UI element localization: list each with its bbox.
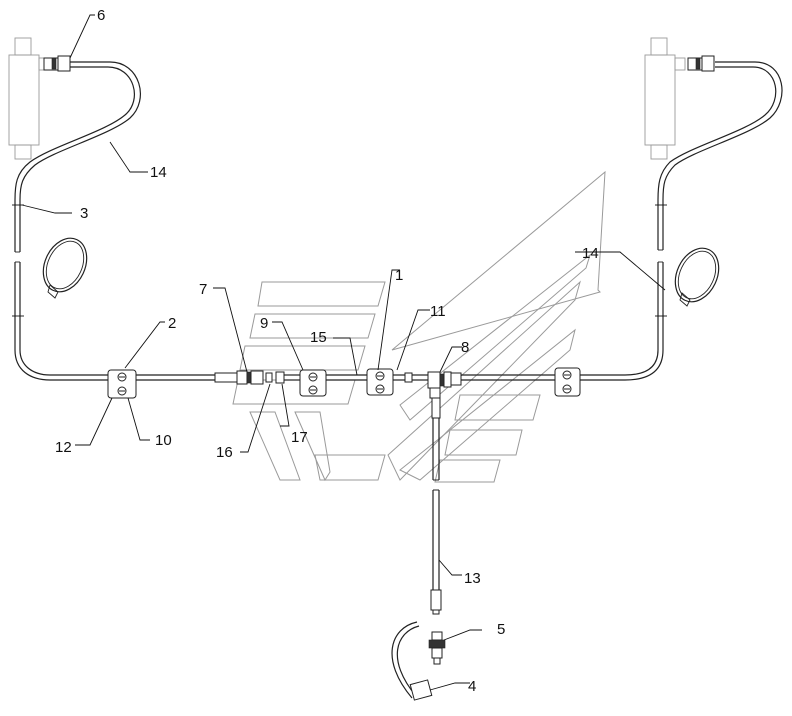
callout-3: 3 <box>80 205 88 222</box>
hose-4 <box>391 621 433 701</box>
pipe-15 <box>326 374 367 381</box>
clamp-block-1 <box>366 368 394 396</box>
watermark-logo <box>232 170 606 483</box>
callout-labels: 6 14 3 14 1 7 11 2 9 15 8 17 10 12 16 13… <box>55 7 599 695</box>
callout-12: 12 <box>55 439 72 456</box>
callout-13: 13 <box>464 570 481 587</box>
callout-16: 16 <box>216 444 233 461</box>
callout-15: 15 <box>310 329 327 346</box>
callout-17: 17 <box>291 429 308 446</box>
callout-7: 7 <box>199 281 207 298</box>
callout-11: 11 <box>430 303 446 320</box>
right-cylinder <box>644 37 686 160</box>
left-vertical-pipe <box>12 200 108 381</box>
main-pipe-right <box>461 374 555 381</box>
left-hose-clamp <box>42 237 88 299</box>
main-pipe-left <box>136 370 300 385</box>
fitting-5 <box>428 631 446 665</box>
right-clamp-block <box>554 367 581 397</box>
right-hose <box>657 55 783 201</box>
callout-5: 5 <box>497 621 505 638</box>
middle-clamp-block <box>299 369 327 397</box>
leader-lines <box>21 14 666 691</box>
left-hose <box>14 55 141 201</box>
callout-1: 1 <box>395 267 403 284</box>
callout-6: 6 <box>97 7 105 24</box>
callout-4: 4 <box>468 678 476 695</box>
pipe-11 <box>393 372 428 383</box>
right-vertical-pipe <box>580 200 667 381</box>
tee-fitting <box>427 371 462 399</box>
callout-14-left: 14 <box>150 164 167 181</box>
vertical-pipe-13 <box>430 397 442 615</box>
callout-2: 2 <box>168 315 176 332</box>
callout-9: 9 <box>260 315 268 332</box>
left-cylinder <box>8 37 50 160</box>
callout-14-right: 14 <box>582 245 599 262</box>
callout-8: 8 <box>461 339 469 356</box>
callout-10: 10 <box>155 432 172 449</box>
left-clamp-block <box>107 369 137 399</box>
right-hose-clamp <box>674 247 720 307</box>
